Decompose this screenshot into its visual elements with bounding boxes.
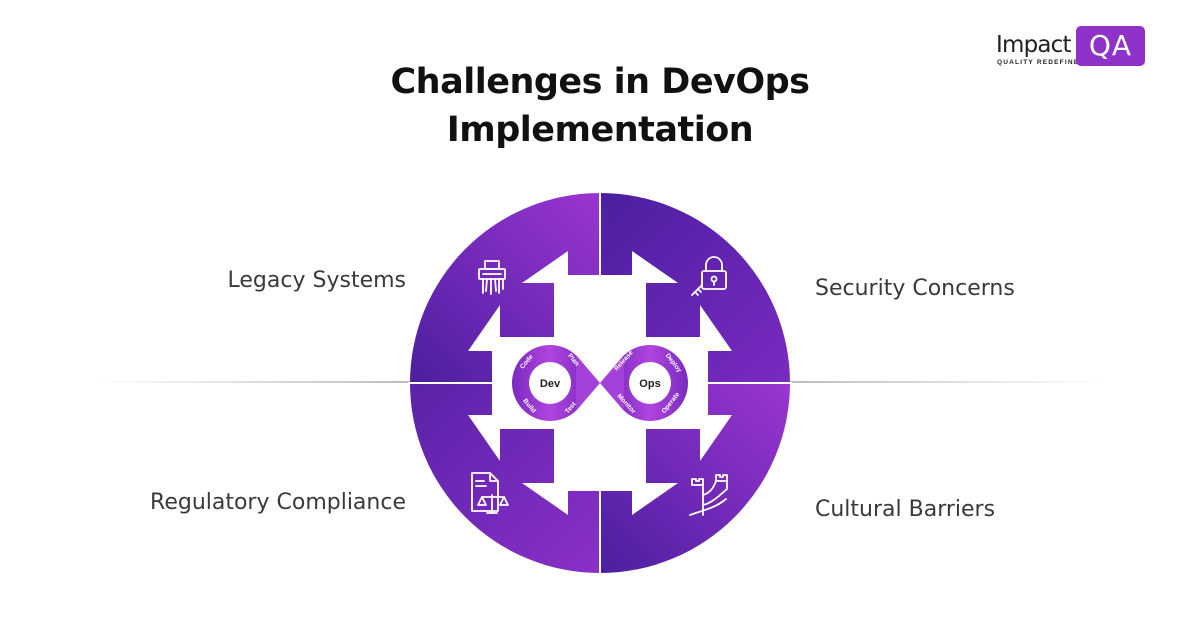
title-line-2: Implementation	[446, 110, 754, 150]
quadrant-legacy	[410, 193, 600, 383]
ops-label: Ops	[639, 378, 660, 390]
logo-badge-text: QA	[1088, 29, 1133, 62]
label-regulatory-compliance: Regulatory Compliance	[150, 490, 406, 515]
challenges-wheel: Dev Ops Code Plan Build Test Release Dep…	[408, 191, 792, 575]
logo-badge: QA	[1076, 26, 1145, 66]
compliance-document-scales-icon	[471, 472, 509, 514]
dev-label: Dev	[540, 378, 561, 390]
shredder-icon	[478, 260, 506, 295]
quadrant-security	[600, 193, 790, 383]
devops-infinity-loop: Dev Ops Code Plan Build Test Release Dep…	[512, 345, 688, 421]
logo-wordmark: Impact	[996, 32, 1072, 58]
divider-right	[790, 381, 1110, 383]
quadrant-cultural	[600, 383, 790, 573]
padlock-key-icon	[691, 256, 727, 296]
ops-hub	[629, 362, 671, 404]
dev-hub	[529, 362, 571, 404]
logo-tagline: QUALITY REDEFINED	[997, 59, 1086, 66]
great-wall-icon	[689, 474, 728, 516]
label-legacy-systems: Legacy Systems	[227, 268, 406, 293]
label-cultural-barriers: Cultural Barriers	[815, 497, 996, 522]
divider-left	[90, 381, 410, 383]
brand-logo: Impact QUALITY REDEFINED QA	[994, 26, 1149, 70]
title-line-1: Challenges in DevOps	[390, 62, 810, 102]
label-security-concerns: Security Concerns	[815, 276, 1015, 301]
page-title: Challenges in DevOps Implementation	[300, 58, 900, 154]
quadrant-regulatory	[410, 383, 600, 573]
